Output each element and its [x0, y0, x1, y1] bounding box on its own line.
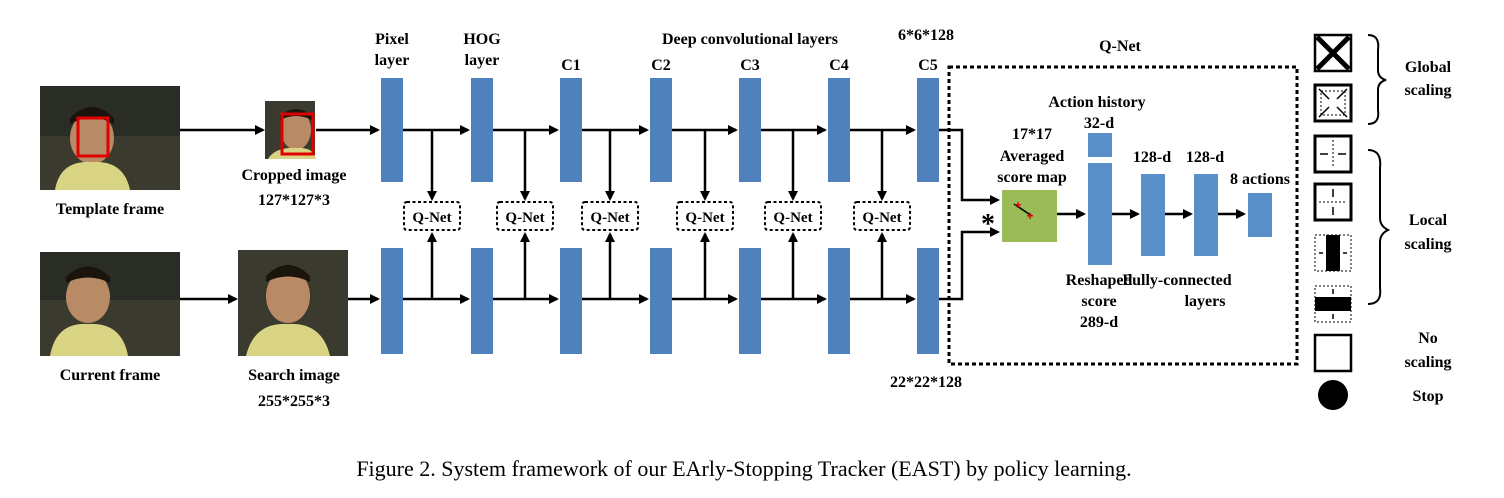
local-height-shrink-icon [1313, 182, 1353, 222]
c4-bottom [828, 248, 850, 354]
local-height-grow-icon [1314, 285, 1352, 323]
action-history-label-1: Action history [1048, 94, 1145, 111]
score-label-2: score map [997, 169, 1067, 186]
qnet-small-label: Q-Net [862, 210, 901, 226]
stop-icon [1318, 380, 1348, 410]
c5-bottom-size: 22*22*128 [890, 374, 962, 391]
peak-marker: + [1026, 209, 1033, 223]
qnet-small-6: Q-Net [853, 201, 911, 231]
cropped-bounding-box [280, 112, 315, 156]
qnet-small-5: Q-Net [764, 201, 822, 231]
pixel-layer-top [381, 78, 403, 182]
current-frame-image [40, 252, 180, 356]
output-block [1248, 193, 1272, 237]
search-image-size: 255*255*3 [258, 393, 330, 410]
arrow-c5-bottom-to-score [939, 227, 1000, 301]
c5-label: C5 [918, 57, 938, 74]
c1-top [560, 78, 582, 182]
qnet-main-box [947, 65, 1299, 366]
c2-bottom [650, 248, 672, 354]
c2-label: C2 [651, 57, 671, 74]
local-width-grow-icon [1314, 234, 1352, 272]
global-brace [1367, 34, 1387, 125]
qnet-small-4: Q-Net [676, 201, 734, 231]
fc2-label: 128-d [1186, 149, 1224, 166]
local-width-shrink-icon [1313, 134, 1353, 174]
correlation-symbol: * [981, 209, 995, 240]
local-scaling-label-2: scaling [1404, 236, 1451, 253]
no-scaling-label-2: scaling [1404, 354, 1451, 371]
local-brace [1367, 149, 1391, 305]
no-scaling-label-1: No [1418, 330, 1438, 347]
reshaped-label-3: 289-d [1080, 314, 1118, 331]
global-scale-up-icon [1313, 33, 1353, 73]
hog-layer-label-2: layer [465, 52, 500, 69]
stop-label: Stop [1412, 388, 1443, 405]
c3-top [739, 78, 761, 182]
fc1-block [1141, 174, 1165, 256]
template-frame-label: Template frame [56, 201, 164, 218]
deep-conv-title: Deep convolutional layers [662, 31, 838, 48]
qnet-branch-arrows [427, 130, 887, 299]
figure-caption: Figure 2. System framework of our EArly-… [356, 456, 1131, 481]
search-image-label: Search image [248, 367, 340, 384]
template-frame-image [40, 86, 180, 190]
qnet-small-label: Q-Net [773, 210, 812, 226]
peak-marker: + [1014, 198, 1021, 212]
qnet-main-title: Q-Net [1099, 38, 1141, 55]
cropped-image-size: 127*127*3 [258, 192, 330, 209]
pixel-layer-label-1: Pixel [375, 31, 409, 48]
cropped-image-label: Cropped image [241, 167, 346, 184]
pixel-layer-bottom [381, 248, 403, 354]
c5-top-size: 6*6*128 [898, 27, 954, 44]
c4-top [828, 78, 850, 182]
global-scaling-label-1: Global [1405, 59, 1452, 76]
search-image [238, 250, 348, 356]
global-scaling-label-2: scaling [1404, 82, 1451, 99]
reshaped-label-1: Reshaped [1066, 272, 1133, 289]
hog-layer-label-1: HOG [463, 31, 501, 48]
bounding-box [76, 116, 110, 158]
qnet-small-1: Q-Net [403, 201, 461, 231]
action-history-label-2: 32-d [1084, 115, 1114, 132]
c1-label: C1 [561, 57, 581, 74]
qnet-small-label: Q-Net [590, 210, 629, 226]
c5-top [917, 78, 939, 182]
c1-bottom [560, 248, 582, 354]
fc1-label: 128-d [1133, 149, 1171, 166]
qnet-small-3: Q-Net [581, 201, 639, 231]
c3-bottom [739, 248, 761, 354]
score-label-1: Averaged [1000, 148, 1065, 165]
c5-bottom [917, 248, 939, 354]
c2-top [650, 78, 672, 182]
reshaped-label-2: score [1081, 293, 1116, 310]
local-scaling-label-1: Local [1409, 212, 1448, 229]
reshaped-score-block [1088, 163, 1112, 265]
action-history-block [1088, 133, 1112, 157]
qnet-small-label: Q-Net [505, 210, 544, 226]
global-scale-down-icon [1313, 83, 1353, 123]
fc-label-2: layers [1185, 293, 1226, 310]
c4-label: C4 [829, 57, 849, 74]
qnet-small-label: Q-Net [685, 210, 724, 226]
c3-label: C3 [740, 57, 760, 74]
arrow-c5-top-to-score [939, 128, 1000, 205]
current-frame-label: Current frame [60, 367, 161, 384]
hog-layer-top [471, 78, 493, 182]
qnet-small-label: Q-Net [412, 210, 451, 226]
hog-layer-bottom [471, 248, 493, 354]
output-label: 8 actions [1230, 171, 1290, 188]
pixel-layer-label-2: layer [375, 52, 410, 69]
score-size: 17*17 [1012, 126, 1052, 143]
no-scaling-icon [1313, 333, 1353, 373]
qnet-small-2: Q-Net [496, 201, 554, 231]
cropped-image [265, 101, 316, 159]
score-map: + + [1002, 190, 1057, 242]
fc-label-1: Fully-connected [1122, 272, 1231, 289]
fc2-block [1194, 174, 1218, 256]
